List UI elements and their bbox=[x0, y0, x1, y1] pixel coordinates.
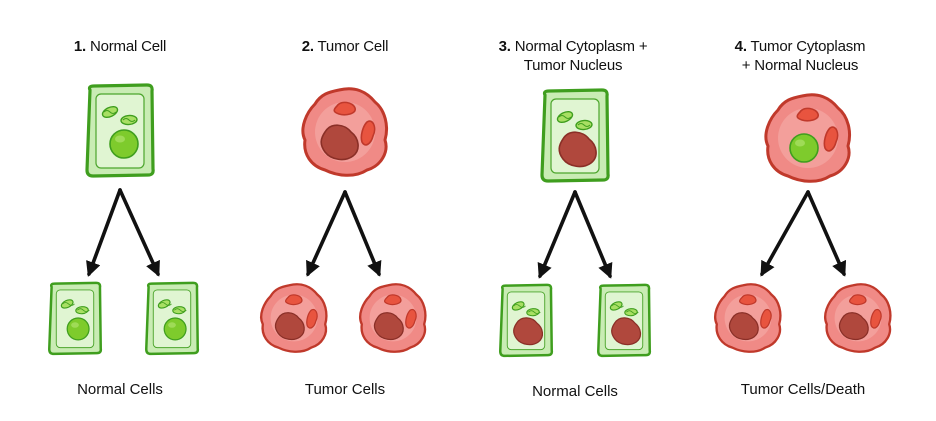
panel-2-daughter-cell-2 bbox=[359, 283, 427, 353]
panel-3-title-line1: Normal Cytoplasm + bbox=[514, 38, 648, 55]
panel-3-title: 3. Normal Cytoplasm + Tumor Nucleus bbox=[458, 37, 688, 75]
panel-2-number: 2. bbox=[301, 38, 314, 55]
panel-3-daughter-cell-2 bbox=[597, 283, 652, 358]
panel-3-arrow-right bbox=[573, 190, 613, 279]
panel-3-number: 3. bbox=[498, 38, 511, 55]
panel-2-caption: Tumor Cells bbox=[304, 381, 386, 398]
panel-4-arrow-left bbox=[760, 190, 810, 277]
panel-2-arrow-left bbox=[306, 190, 347, 277]
panel-1-daughter-cell-1 bbox=[48, 281, 103, 356]
panel-4-title-line2: + Normal Nucleus bbox=[741, 57, 859, 74]
panel-4-title-line1: Tumor Cytoplasm bbox=[750, 38, 866, 55]
panel-2-daughter-cell-1 bbox=[260, 283, 328, 353]
panel-2-parent-cell bbox=[301, 87, 389, 177]
panel-1-number: 1. bbox=[73, 38, 86, 55]
panel-1-parent-cell bbox=[85, 83, 155, 178]
panel-4-daughter-cell-1 bbox=[714, 283, 782, 353]
panel-4-daughter-cell-2 bbox=[824, 283, 892, 353]
panel-1-arrow-left bbox=[86, 188, 122, 277]
panel-4-number: 4. bbox=[734, 38, 747, 55]
panel-3-title-line2: Tumor Nucleus bbox=[523, 57, 623, 74]
panel-2-title-line1: Tumor Cell bbox=[317, 38, 389, 55]
panel-4-arrow-right bbox=[806, 190, 847, 277]
panel-1-title-line1: Normal Cell bbox=[89, 38, 167, 55]
panel-1-arrow-right bbox=[118, 188, 160, 277]
panel-3-daughter-cell-1 bbox=[499, 283, 554, 358]
panel-1-title: 1. Normal Cell bbox=[5, 37, 235, 56]
panel-2-arrow-right bbox=[343, 190, 382, 277]
panel-4-title: 4. Tumor Cytoplasm + Normal Nucleus bbox=[685, 37, 915, 75]
panel-3-arrow-left bbox=[537, 190, 577, 279]
panel-4-parent-cell bbox=[764, 93, 852, 183]
panel-1-caption: Normal Cells bbox=[77, 381, 163, 398]
panel-2-title: 2. Tumor Cell bbox=[230, 37, 460, 56]
panel-1-daughter-cell-2 bbox=[145, 281, 200, 356]
panel-3-parent-cell bbox=[540, 88, 610, 183]
panel-4-caption: Tumor Cells/Death bbox=[740, 381, 866, 398]
panel-3-caption: Normal Cells bbox=[532, 383, 618, 400]
